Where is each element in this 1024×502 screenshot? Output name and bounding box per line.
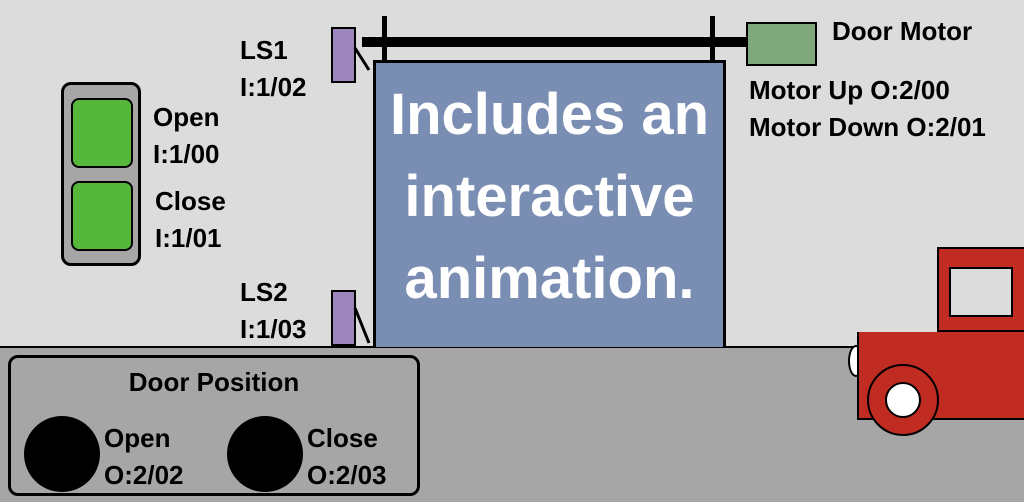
ls2-actuator-arm <box>353 307 371 344</box>
left-rail-post <box>382 16 387 60</box>
truck-wheel-hub <box>885 382 921 418</box>
garage-door[interactable] <box>373 60 726 347</box>
open-button[interactable] <box>71 98 133 168</box>
truck-window <box>949 267 1013 317</box>
motor-outputs: Motor Up O:2/00 Motor Down O:2/01 <box>749 72 986 146</box>
door-position-title: Door Position <box>128 367 300 397</box>
door-rail <box>362 37 750 47</box>
ls1-address: I:1/02 <box>240 71 307 102</box>
ls2-caption: LS2 I:1/03 <box>240 274 307 348</box>
door-close-indicator-lamp <box>227 416 303 492</box>
limit-switch-ls1 <box>331 27 356 83</box>
animation-overlay-text: Includes an interactive animation. <box>373 74 726 320</box>
open-button-address: I:1/00 <box>153 138 220 169</box>
pushbutton-panel <box>61 82 141 266</box>
right-rail-post <box>710 16 715 60</box>
motor-title: Door Motor <box>832 16 973 46</box>
motor-down-label: Motor Down O:2/01 <box>749 111 986 142</box>
motor-up-label: Motor Up O:2/00 <box>749 75 950 105</box>
ls1-actuator-arm <box>353 47 371 71</box>
open-button-caption: Open I:1/00 <box>153 99 220 173</box>
door-open-indicator-address: O:2/02 <box>104 459 184 490</box>
door-open-indicator-caption: Open O:2/02 <box>104 420 184 494</box>
ls2-address: I:1/03 <box>240 313 307 344</box>
overlay-line-2: interactive <box>404 164 695 229</box>
limit-switch-ls2 <box>331 290 356 346</box>
close-button-label: Close <box>155 186 226 216</box>
ls1-label: LS1 <box>240 35 288 65</box>
door-close-indicator-caption: Close O:2/03 <box>307 420 387 494</box>
door-open-indicator-lamp <box>24 416 100 492</box>
door-close-indicator-label: Close <box>307 423 378 453</box>
close-button[interactable] <box>71 181 133 251</box>
overlay-line-1: Includes an <box>389 82 710 147</box>
door-close-indicator-address: O:2/03 <box>307 459 387 490</box>
door-motor <box>746 22 817 66</box>
open-button-label: Open <box>153 102 220 132</box>
overlay-line-3: animation. <box>404 246 695 311</box>
door-open-indicator-label: Open <box>104 423 171 453</box>
ls1-caption: LS1 I:1/02 <box>240 32 307 106</box>
close-button-address: I:1/01 <box>155 222 222 253</box>
ls2-label: LS2 <box>240 277 288 307</box>
close-button-caption: Close I:1/01 <box>155 183 226 257</box>
door-position-panel: Door Position Open O:2/02 Close O:2/03 <box>8 355 420 496</box>
